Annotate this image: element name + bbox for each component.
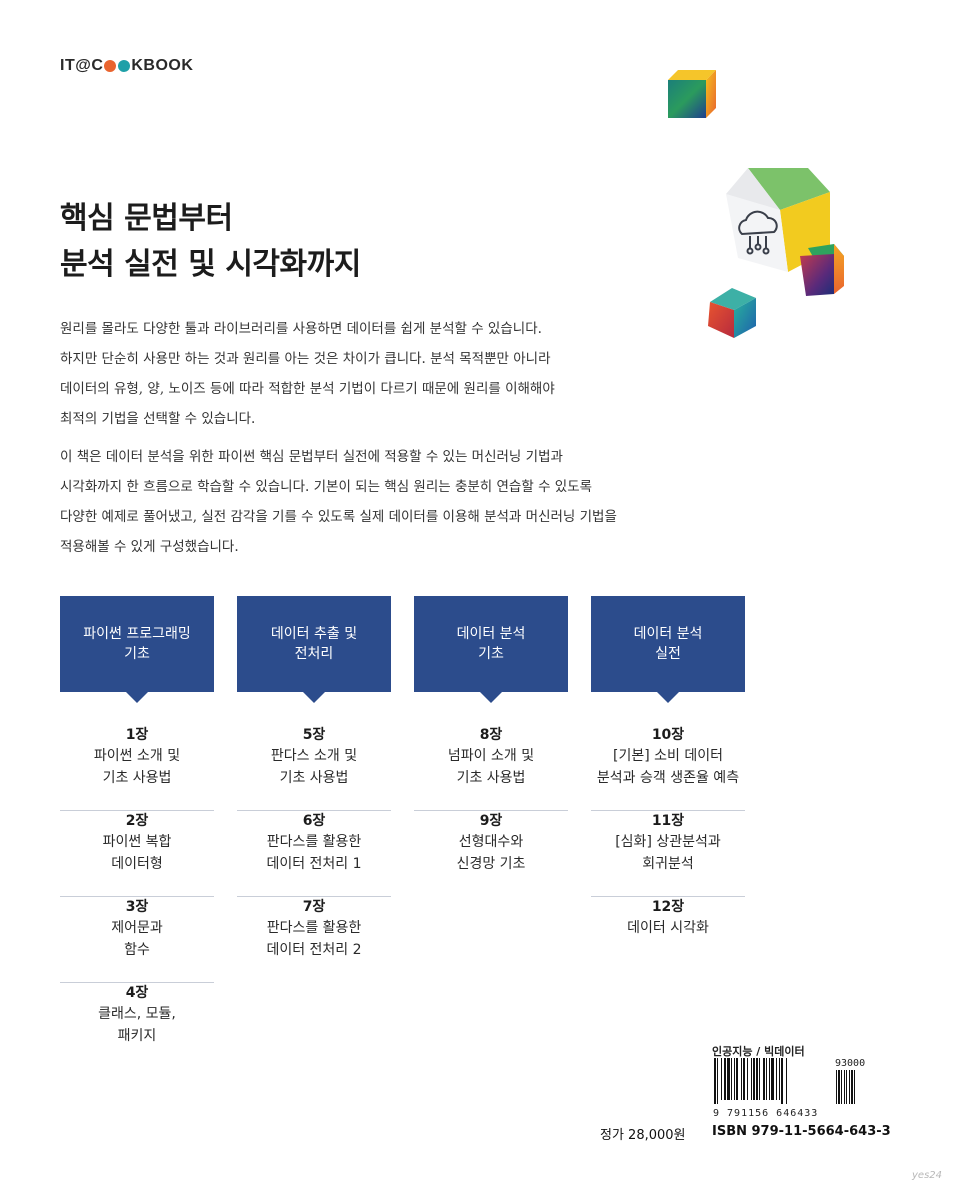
barcode-addon-bar	[844, 1070, 845, 1104]
chapter-number: 12장	[651, 899, 685, 915]
cube-small-right-icon	[800, 244, 844, 296]
barcode-bar	[766, 1058, 767, 1100]
barcode-addon-bar	[851, 1070, 853, 1104]
chapter-item: 4장 클래스, 모듈, 패키지	[60, 983, 214, 1069]
barcode-addon-bar	[854, 1070, 855, 1104]
barcode-bar	[721, 1058, 722, 1100]
barcode-bar	[734, 1058, 735, 1100]
chapter-item: 1장 파이썬 소개 및 기초 사용법	[60, 725, 214, 811]
column-header: 데이터 추출 및 전처리	[237, 596, 391, 703]
chapter-item: 6장 판다스를 활용한 데이터 전처리 1	[237, 811, 391, 897]
chapter-title: 넘파이 소개 및 기초 사용법	[447, 748, 535, 786]
headline-line-1: 핵심 문법부터	[60, 201, 233, 236]
barcode-bar	[751, 1058, 752, 1100]
barcode-bar	[776, 1058, 777, 1100]
chapter-title: 데이터 시각화	[627, 920, 709, 936]
barcode-bar	[741, 1058, 742, 1100]
isbn: ISBN 979-11-5664-643-3	[712, 1124, 891, 1139]
barcode-bar	[736, 1058, 738, 1100]
book-category: 인공지능 / 빅데이터	[712, 1045, 805, 1058]
chapter-number: 7장	[302, 899, 326, 915]
barcode-bar	[714, 1058, 716, 1104]
barcode-bar	[724, 1058, 726, 1100]
logo-text-post: KBOOK	[131, 57, 194, 74]
logo-dot-orange-icon	[104, 60, 117, 72]
chapter-number: 1장	[125, 727, 149, 743]
chapter-title: 파이썬 복합 데이터형	[102, 834, 172, 872]
column-header: 데이터 분석 기초	[414, 596, 568, 703]
chapter-title: 선형대수와 신경망 기초	[456, 834, 526, 872]
barcode-icon	[714, 1058, 855, 1104]
cube-large-cloud-icon	[726, 168, 830, 272]
barcode-bar	[753, 1058, 755, 1100]
chapter-item: 8장 넘파이 소개 및 기초 사용법	[414, 725, 568, 811]
cube-small-top-icon	[668, 70, 716, 118]
barcode-addon-bar	[841, 1070, 842, 1104]
chapter-title: 파이썬 소개 및 기초 사용법	[93, 748, 181, 786]
barcode-digits: 9 791156 646433	[713, 1108, 819, 1119]
chapter-item: 5장 판다스 소개 및 기초 사용법	[237, 725, 391, 811]
chapter-item: 9장 선형대수와 신경망 기초	[414, 811, 568, 897]
chapter-number: 3장	[125, 899, 149, 915]
barcode-bar	[717, 1058, 718, 1104]
description-paragraph-2: 이 책은 데이터 분석을 위한 파이썬 핵심 문법부터 실전에 적용할 수 있는…	[60, 449, 617, 555]
column-header: 파이썬 프로그래밍 기초	[60, 596, 214, 703]
description-paragraph-1: 원리를 몰라도 다양한 툴과 라이브러리를 사용하면 데이터를 쉽게 분석할 수…	[60, 321, 555, 427]
barcode-addon-bar	[846, 1070, 847, 1104]
barcode-addon-bar	[849, 1070, 850, 1104]
chapter-title: [심화] 상관분석과 회귀분석	[615, 834, 721, 872]
barcode-bar	[763, 1058, 765, 1100]
chapter-item: 7장 판다스를 활용한 데이터 전처리 2	[237, 897, 391, 983]
description: 원리를 몰라도 다양한 툴과 라이브러리를 사용하면 데이터를 쉽게 분석할 수…	[60, 314, 760, 570]
chapter-title: [기본] 소비 데이터 분석과 승객 생존율 예측	[596, 748, 740, 786]
barcode-bar	[781, 1058, 783, 1104]
curriculum-column-4: 데이터 분석 실전 10장 [기본] 소비 데이터 분석과 승객 생존율 예측 …	[591, 596, 745, 983]
chapter-number: 10장	[651, 727, 685, 743]
chapter-item: 11장 [심화] 상관분석과 회귀분석	[591, 811, 745, 897]
curriculum-column-3: 데이터 분석 기초 8장 넘파이 소개 및 기초 사용법 9장 선형대수와 신경…	[414, 596, 568, 897]
chapter-title: 제어문과 함수	[111, 920, 163, 958]
barcode-bar	[786, 1058, 787, 1104]
barcode-bar	[779, 1058, 780, 1100]
chapter-number: 11장	[651, 813, 685, 829]
chapter-number: 2장	[125, 813, 149, 829]
chapter-title: 판다스 소개 및 기초 사용법	[270, 748, 358, 786]
chapter-number: 6장	[302, 813, 326, 829]
column-header: 데이터 분석 실전	[591, 596, 745, 703]
barcode-bar	[771, 1058, 774, 1100]
barcode-addon-bar	[836, 1070, 837, 1104]
chapter-item: 2장 파이썬 복합 데이터형	[60, 811, 214, 897]
chapter-item: 12장 데이터 시각화	[591, 897, 745, 983]
price: 정가 28,000원	[600, 1128, 686, 1143]
barcode-bar	[747, 1058, 748, 1100]
barcode-addon-code: 93000	[835, 1058, 866, 1069]
cube-small-left-icon	[708, 288, 756, 338]
chapter-title: 판다스를 활용한 데이터 전처리 2	[266, 920, 362, 958]
barcode-bar	[759, 1058, 760, 1100]
curriculum-column-1: 파이썬 프로그래밍 기초 1장 파이썬 소개 및 기초 사용법 2장 파이썬 복…	[60, 596, 214, 1069]
barcode-addon-bar	[838, 1070, 840, 1104]
chapter-number: 4장	[125, 985, 149, 1001]
headline: 핵심 문법부터 분석 실전 및 시각화까지	[60, 196, 361, 288]
brand-logo: IT@C KBOOK	[60, 57, 193, 75]
logo-text-pre: IT@C	[60, 57, 104, 74]
barcode-bar	[769, 1058, 770, 1100]
chapter-item: 10장 [기본] 소비 데이터 분석과 승객 생존율 예측	[591, 725, 745, 811]
barcode-bar	[756, 1058, 758, 1100]
logo-dot-teal-icon	[118, 60, 131, 72]
chapter-title: 클래스, 모듈, 패키지	[98, 1006, 176, 1044]
chapter-number: 9장	[479, 813, 503, 829]
barcode-bar	[727, 1058, 730, 1100]
barcode-bar	[731, 1058, 732, 1100]
chapter-item: 3장 제어문과 함수	[60, 897, 214, 983]
headline-line-2: 분석 실전 및 시각화까지	[60, 247, 361, 282]
barcode-bar	[743, 1058, 745, 1100]
curriculum-column-2: 데이터 추출 및 전처리 5장 판다스 소개 및 기초 사용법 6장 판다스를 …	[237, 596, 391, 983]
chapter-title: 판다스를 활용한 데이터 전처리 1	[266, 834, 362, 872]
chapter-number: 5장	[302, 727, 326, 743]
watermark: yes24	[912, 1170, 943, 1181]
chapter-number: 8장	[479, 727, 503, 743]
